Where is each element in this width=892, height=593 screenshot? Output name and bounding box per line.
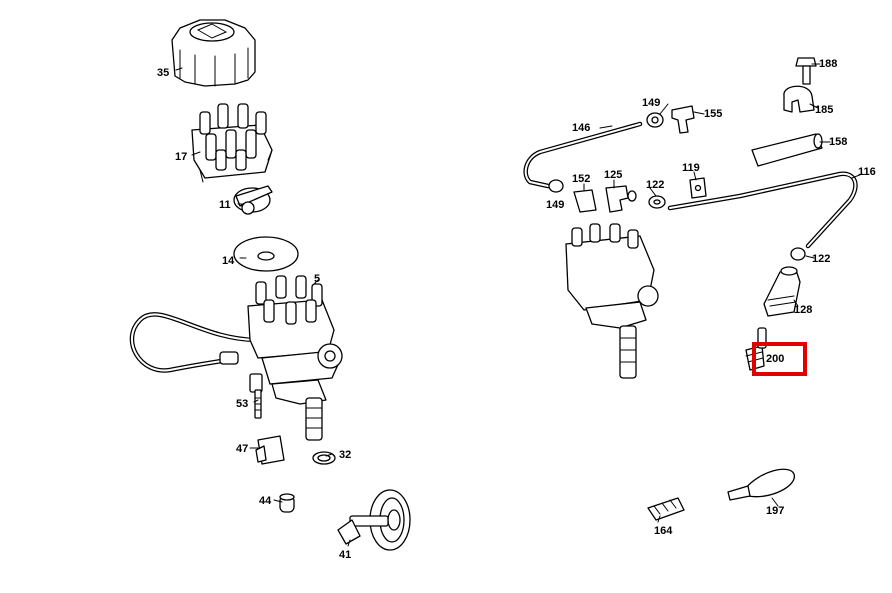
label-197: 197 (766, 505, 784, 517)
label-14: 14 (222, 255, 235, 267)
label-47: 47 (236, 443, 248, 455)
label-35: 35 (157, 67, 169, 79)
label-200: 200 (766, 353, 784, 365)
part-158-sleeve[interactable] (751, 133, 823, 167)
part-125-elbow[interactable] (605, 185, 637, 213)
label-149-top: 149 (642, 97, 660, 109)
label-155: 155 (704, 108, 722, 120)
part-11-rotor[interactable] (233, 185, 273, 215)
part-128-connector[interactable] (763, 266, 801, 317)
label-53: 53 (236, 398, 248, 410)
label-188: 188 (819, 58, 837, 70)
label-146: 146 (572, 122, 590, 134)
highlight-box-200 (752, 342, 807, 376)
label-32: 32 (339, 449, 351, 461)
part-41-drive-gear[interactable] (337, 489, 411, 551)
label-152: 152 (572, 173, 590, 185)
label-41: 41 (339, 549, 351, 561)
part-155-elbow[interactable] (671, 105, 695, 134)
part-197-cable-tie[interactable] (727, 468, 795, 501)
part-35-cap-cover[interactable] (171, 19, 256, 87)
part-14-shield-ring[interactable] (233, 236, 299, 272)
label-119: 119 (682, 162, 700, 174)
part-116-line[interactable] (667, 171, 858, 249)
label-44: 44 (259, 495, 272, 507)
part-152-connector[interactable] (573, 189, 597, 213)
part-146-line[interactable] (523, 121, 643, 189)
label-149-left: 149 (546, 199, 564, 211)
label-17: 17 (175, 151, 187, 163)
label-5: 5 (314, 273, 320, 285)
label-116: 116 (858, 166, 876, 178)
part-44-cap-nut[interactable] (279, 493, 295, 513)
part-185-clamp[interactable] (783, 85, 815, 113)
leader-lines (175, 63, 863, 547)
label-185: 185 (815, 104, 833, 116)
label-122-mid: 122 (646, 179, 664, 191)
part-164-terminal-block[interactable] (647, 497, 685, 521)
label-164: 164 (654, 525, 673, 537)
part-53-bolt[interactable] (249, 373, 263, 419)
part-119-bracket[interactable] (689, 177, 707, 199)
label-128: 128 (794, 304, 812, 316)
part-149-connector-left[interactable] (548, 179, 564, 193)
part-149-connector-top[interactable] (646, 112, 664, 128)
label-125: 125 (604, 169, 622, 181)
part-122-connector-right[interactable] (790, 247, 806, 261)
label-122-right: 122 (812, 253, 830, 265)
part-17-distributor-cap[interactable] (191, 103, 273, 183)
part-47-clamp[interactable] (255, 435, 285, 465)
distributor-reference (565, 223, 659, 379)
label-158: 158 (829, 136, 847, 148)
label-11: 11 (219, 199, 231, 211)
part-188-bolt[interactable] (795, 57, 817, 85)
part-5-distributor[interactable] (129, 275, 343, 441)
part-122-connector-mid[interactable] (648, 195, 666, 209)
